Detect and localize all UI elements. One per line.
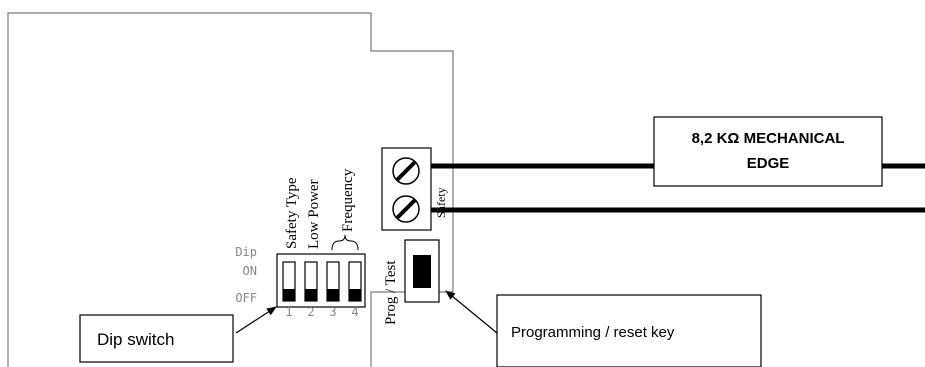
programming-key-callout-label: Programming / reset key [511,324,675,341]
mechanical-edge-line1: 8,2 KΩ MECHANICAL [692,130,845,147]
mechanical-edge-box: 8,2 KΩ MECHANICAL EDGE [653,116,883,187]
mechanical-edge-line2: EDGE [747,155,790,172]
dip-title: Dip [235,245,257,259]
dip-number-1: 1 [285,305,292,319]
dip-toggle-1 [282,261,296,302]
dip-toggle-2 [304,261,318,302]
programming-key [404,239,440,303]
dip-number-2: 2 [307,305,314,319]
dip-number-3: 3 [329,305,336,319]
dip-label-safety-type: Safety Type [284,177,300,249]
dip-switch-arrow [235,306,277,334]
terminal-block: Safety [381,147,448,231]
dip-on-label: ON [243,264,257,278]
dip-label-frequency: Frequency [340,168,356,232]
dip-off-label: OFF [235,291,257,305]
programming-key-arrow [445,290,498,334]
dip-toggle-3 [326,261,340,302]
prog-test-label: Prog / Test [383,260,399,325]
dip-switch: Dip ON OFF 1 2 3 4 [235,245,366,319]
dip-switch-callout: Dip switch [79,306,277,363]
dip-label-low-power: Low Power [306,179,322,249]
board-outline [7,12,454,367]
dip-toggle-4 [348,261,362,302]
screw-terminal-bottom-icon [392,195,420,223]
dip-switch-callout-label: Dip switch [97,330,174,349]
safety-terminal-label: Safety [434,187,448,218]
screw-terminal-top-icon [392,157,420,185]
frequency-bracket [331,234,359,251]
dip-number-4: 4 [351,305,358,319]
programming-key-callout: Programming / reset key [445,290,762,367]
